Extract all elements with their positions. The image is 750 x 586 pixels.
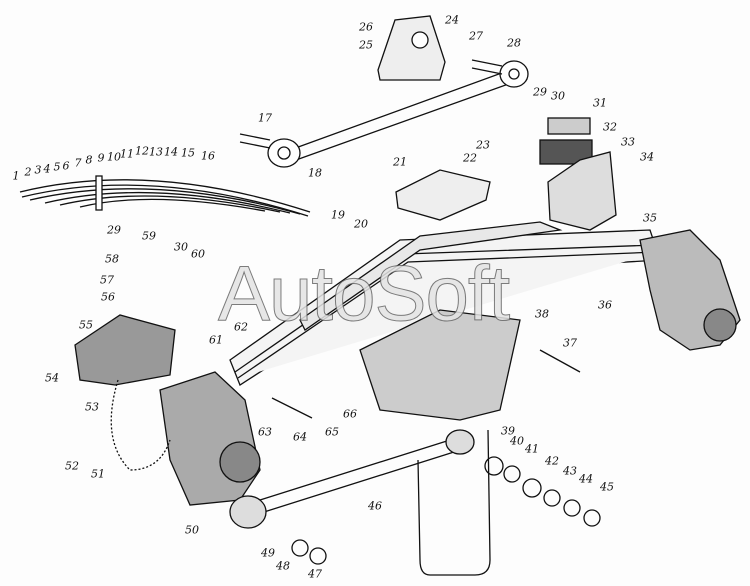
- bracket-24-hole: [411, 31, 429, 49]
- watermark: AutoSoft: [217, 249, 510, 338]
- part-label: 57: [100, 273, 114, 287]
- part-label: 25: [359, 38, 373, 52]
- washers: [291, 456, 601, 565]
- part-label: 13: [149, 145, 163, 159]
- part-label: 21: [393, 155, 407, 169]
- part-label: 29: [533, 85, 547, 99]
- part-label: 30: [174, 240, 188, 254]
- part-label: 59: [142, 229, 156, 243]
- part-label: 56: [101, 290, 115, 304]
- part-label: 18: [308, 166, 322, 180]
- part-label: 49: [261, 546, 275, 560]
- part-label: 62: [234, 320, 248, 334]
- bolt-37: [539, 349, 581, 373]
- part-label: 51: [91, 467, 105, 481]
- bracket-21: [395, 169, 491, 221]
- part-label: 53: [85, 400, 99, 414]
- part-label: 36: [598, 298, 612, 312]
- part-label: 48: [276, 559, 290, 573]
- seat-box-54: [74, 314, 176, 386]
- part-label: 5: [53, 160, 61, 174]
- part-label: 27: [469, 29, 483, 43]
- part-label: 60: [191, 247, 205, 261]
- part-label: 20: [354, 217, 368, 231]
- part-label: 35: [643, 211, 657, 225]
- part-label: 1: [12, 169, 20, 183]
- part-label: 63: [258, 425, 272, 439]
- part-label: 7: [74, 156, 82, 170]
- part-label: 55: [79, 318, 93, 332]
- part-label: 58: [105, 252, 119, 266]
- part-label: 46: [368, 499, 382, 513]
- part-label: 29: [107, 223, 121, 237]
- spring-bracket-left: [159, 371, 261, 506]
- part-label: 50: [185, 523, 199, 537]
- part-label: 3: [34, 163, 42, 177]
- leaf-spring-small: [19, 175, 311, 217]
- bracket-24: [377, 15, 446, 81]
- part-label: 30: [551, 89, 565, 103]
- part-label: 45: [600, 480, 614, 494]
- part-label: 40: [510, 434, 524, 448]
- bushing-right: [703, 308, 737, 342]
- part-label: 33: [621, 135, 635, 149]
- part-label: 28: [507, 36, 521, 50]
- part-label: 32: [603, 120, 617, 134]
- part-label: 61: [209, 333, 223, 347]
- part-label: 42: [545, 454, 559, 468]
- part-label: 15: [181, 146, 195, 160]
- bolt-64: [271, 397, 313, 419]
- part-label: 16: [201, 149, 215, 163]
- part-label: 34: [640, 150, 654, 164]
- part-label: 65: [325, 425, 339, 439]
- part-label: 31: [593, 96, 607, 110]
- part-label: 37: [563, 336, 577, 350]
- part-label: 17: [258, 111, 272, 125]
- trunnion-bracket: [359, 309, 521, 421]
- part-label: 24: [445, 13, 459, 27]
- part-label: 43: [563, 464, 577, 478]
- part-label: 38: [535, 307, 549, 321]
- part-label: 8: [85, 153, 93, 167]
- part-label: 26: [359, 20, 373, 34]
- torque-rod-lower: [229, 429, 475, 529]
- part-label: 66: [343, 407, 357, 421]
- part-label: 6: [62, 159, 70, 173]
- part-label: 39: [501, 424, 515, 438]
- part-label: 54: [45, 371, 59, 385]
- part-label: 19: [331, 208, 345, 222]
- part-label: 64: [293, 430, 307, 444]
- bushing-left: [219, 441, 261, 483]
- part-label: 10: [107, 150, 121, 164]
- part-label: 4: [43, 162, 51, 176]
- part-label: 23: [476, 138, 490, 152]
- part-label: 2: [24, 165, 32, 179]
- part-label: 52: [65, 459, 79, 473]
- part-label: 14: [164, 145, 178, 159]
- part-label: 22: [463, 151, 477, 165]
- part-label: 47: [308, 567, 322, 581]
- part-label: 11: [120, 147, 134, 161]
- part-label: 12: [135, 144, 149, 158]
- part-label: 44: [579, 472, 593, 486]
- part-label: 41: [525, 442, 539, 456]
- rubber-pad-31: [547, 117, 591, 135]
- part-label: 9: [97, 151, 105, 165]
- u-bolt-39: [417, 429, 491, 576]
- bracket-33: [547, 151, 617, 231]
- chain-53: [110, 379, 171, 471]
- torque-rod-upper: [239, 59, 529, 168]
